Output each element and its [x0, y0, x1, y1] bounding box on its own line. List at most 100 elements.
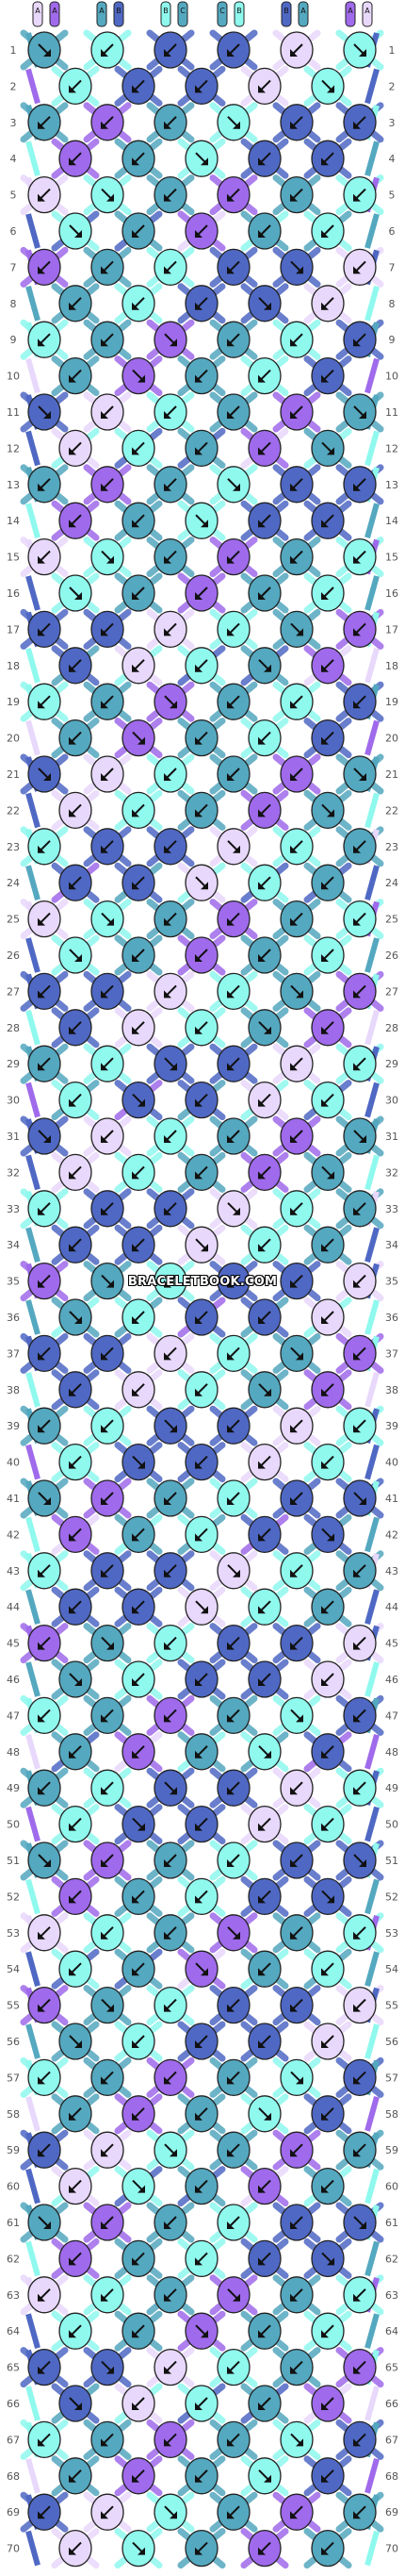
arrow-down-left-icon: [101, 1709, 114, 1723]
row-number: 33: [7, 1203, 20, 1215]
knot: [311, 718, 345, 757]
knot: [27, 104, 61, 141]
arrow-down-right-icon: [258, 2469, 271, 2483]
knot: [217, 2493, 251, 2531]
arrow-down-right-icon: [321, 1527, 334, 1542]
row-number: 42: [7, 1528, 20, 1541]
row-number: 16: [7, 587, 20, 600]
arrow-down-left-icon: [227, 984, 240, 999]
arrow-down-left-icon: [38, 1419, 51, 1433]
knot: [248, 647, 282, 685]
knot: [90, 1334, 124, 1373]
row-number: 57: [7, 2072, 20, 2084]
knot: [90, 1986, 124, 2024]
knot: [154, 683, 187, 720]
row-number: 14: [7, 515, 20, 527]
knot: [217, 972, 251, 1011]
row-number: 70: [7, 2543, 20, 2555]
row-number: 29: [7, 1058, 20, 1070]
arrow-down-left-icon: [258, 1165, 271, 1180]
knot: [343, 1986, 377, 2024]
arrow-down-left-icon: [195, 79, 208, 93]
row-number: 5: [10, 190, 17, 202]
knot: [280, 393, 314, 431]
arrow-down-left-icon: [290, 840, 303, 853]
knot: [58, 1371, 92, 1409]
knot: [58, 1153, 92, 1192]
row-number: 22: [385, 804, 398, 817]
arrow-down-left-icon: [353, 1274, 366, 1288]
arrow-down-left-icon: [227, 1057, 240, 1071]
row-number: 26: [7, 949, 20, 962]
knot: [27, 1045, 61, 1082]
arrow-down-left-icon: [227, 1854, 240, 1867]
knot: [58, 718, 92, 757]
arrow-down-left-icon: [258, 224, 271, 238]
knot: [217, 2276, 251, 2314]
knot: [154, 1552, 187, 1590]
arrow-down-left-icon: [258, 1238, 271, 1252]
knot: [343, 2493, 377, 2531]
row-number: 22: [7, 804, 20, 817]
arrow-down-right-icon: [321, 1165, 334, 1180]
knot: [185, 864, 219, 901]
arrow-down-left-icon: [195, 1527, 208, 1542]
arrow-down-right-icon: [258, 2107, 271, 2121]
knot: [217, 248, 251, 287]
knot: [90, 175, 124, 214]
knot: [90, 683, 124, 720]
arrow-down-left-icon: [101, 1854, 114, 1867]
knot: [58, 356, 92, 395]
arrow-down-left-icon: [132, 949, 145, 962]
arrow-down-right-icon: [195, 2324, 208, 2338]
arrow-down-right-icon: [69, 2397, 82, 2410]
knot: [343, 321, 377, 358]
knot: [154, 537, 187, 576]
arrow-down-left-icon: [321, 224, 334, 238]
arrow-down-left-icon: [321, 369, 334, 383]
knot: [58, 1009, 92, 1047]
arrow-down-left-icon: [132, 2107, 145, 2121]
svg-text:B: B: [236, 7, 242, 15]
arrow-down-left-icon: [353, 2505, 366, 2519]
knot: [248, 2312, 282, 2350]
knot: [280, 610, 314, 649]
arrow-down-left-icon: [69, 1817, 82, 1831]
row-number: 14: [385, 515, 398, 527]
knot: [154, 1696, 187, 1735]
knot: [185, 429, 219, 468]
arrow-down-left-icon: [101, 2216, 114, 2229]
arrow-down-left-icon: [258, 803, 271, 817]
row-number: 44: [7, 1601, 20, 1613]
arrow-down-left-icon: [69, 1890, 82, 1904]
knot: [90, 2276, 124, 2314]
knot: [27, 1841, 61, 1879]
row-number: 65: [7, 2362, 20, 2374]
knot: [27, 1552, 61, 1590]
knot: [27, 2348, 61, 2386]
knot: [311, 140, 345, 177]
knot: [90, 1769, 124, 1807]
string-head: C: [217, 1, 228, 27]
row-number: 27: [7, 985, 20, 998]
arrow-down-left-icon: [321, 2469, 334, 2483]
knot: [185, 356, 219, 395]
row-number: 9: [10, 334, 17, 346]
knot: [122, 2095, 155, 2133]
arrow-down-left-icon: [353, 2143, 366, 2157]
arrow-down-right-icon: [290, 622, 303, 636]
arrow-down-right-icon: [164, 1419, 177, 1433]
arrow-down-left-icon: [258, 2324, 271, 2338]
knot: [311, 2023, 345, 2060]
knot: [154, 1045, 187, 1082]
arrow-down-left-icon: [290, 2360, 303, 2374]
arrow-down-left-icon: [38, 2505, 51, 2519]
knot: [248, 791, 282, 830]
arrow-down-left-icon: [258, 2252, 271, 2266]
knot: [90, 828, 124, 866]
knot: [154, 1190, 187, 1228]
arrow-down-left-icon: [132, 2252, 145, 2266]
arrow-down-right-icon: [227, 478, 240, 491]
row-number: 20: [7, 733, 20, 745]
